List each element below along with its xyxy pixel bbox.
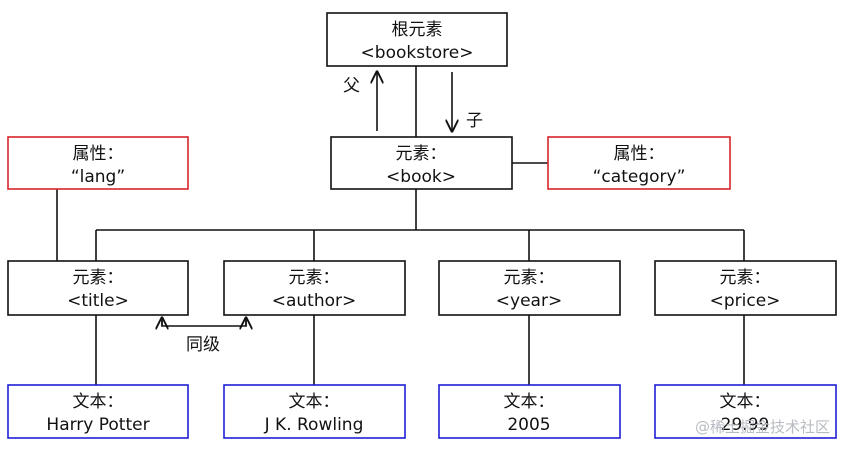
lang-attribute-box	[7, 136, 189, 190]
price-text-line2: 29.99	[721, 415, 770, 435]
title-element-line2: <title>	[67, 291, 129, 311]
connectors	[56, 66, 745, 385]
author-element-box	[223, 260, 406, 316]
year-text-line2: 2005	[507, 415, 550, 435]
author-element-node: 元素： <author>	[223, 260, 406, 316]
lang-attribute-node: 属性： “lang”	[7, 136, 189, 190]
title-element-node: 元素： <title>	[7, 260, 189, 316]
root-element-node: 根元素 <bookstore>	[326, 12, 508, 67]
price-text-box	[654, 384, 837, 439]
price-element-box	[654, 260, 837, 316]
author-text-node: 文本： J K. Rowling	[223, 384, 406, 439]
price-element-node: 元素： <price>	[654, 260, 837, 316]
title-text-box	[7, 384, 189, 439]
author-text-box	[223, 384, 406, 439]
book-element-node: 元素： <book>	[330, 136, 513, 190]
author-text-line1: 文本：	[289, 392, 340, 412]
sibling-bracket	[161, 320, 247, 327]
root-element-box	[326, 12, 508, 67]
year-element-box	[438, 260, 621, 316]
root-element-line2: <bookstore>	[361, 43, 474, 63]
title-text-line1: 文本：	[73, 392, 124, 412]
watermark-text: @稀土掘金技术社区	[695, 418, 830, 436]
title-text-line2: Harry Potter	[46, 415, 149, 435]
sibling-label: 同级	[186, 335, 220, 355]
category-attribute-line2: “category”	[593, 167, 686, 187]
year-element-node: 元素： <year>	[438, 260, 621, 316]
child-label: 子	[466, 111, 483, 131]
category-attribute-line1: 属性：	[614, 144, 665, 164]
book-element-line2: <book>	[386, 167, 456, 187]
year-text-line1: 文本：	[504, 392, 555, 412]
category-attribute-node: 属性： “category”	[547, 136, 731, 190]
year-text-box	[438, 384, 621, 439]
lang-attribute-line2: “lang”	[71, 167, 125, 187]
author-element-line2: <author>	[272, 291, 357, 311]
title-element-box	[7, 260, 189, 316]
price-element-line1: 元素：	[720, 268, 771, 288]
price-element-line2: <price>	[710, 291, 781, 311]
parent-label: 父	[343, 76, 360, 96]
author-element-line1: 元素：	[289, 268, 340, 288]
category-attribute-box	[547, 136, 731, 190]
price-text-line1: 文本：	[720, 392, 771, 412]
book-element-box	[330, 136, 513, 190]
year-element-line1: 元素：	[504, 268, 555, 288]
title-element-line1: 元素：	[73, 268, 124, 288]
price-text-node: 文本： 29.99	[654, 384, 837, 439]
year-element-line2: <year>	[496, 291, 562, 311]
book-element-line1: 元素：	[396, 144, 447, 164]
root-element-line1: 根元素	[392, 20, 443, 40]
title-text-node: 文本： Harry Potter	[7, 384, 189, 439]
lang-attribute-line1: 属性：	[73, 144, 124, 164]
author-text-line2: J K. Rowling	[264, 415, 364, 435]
year-text-node: 文本： 2005	[438, 384, 621, 439]
